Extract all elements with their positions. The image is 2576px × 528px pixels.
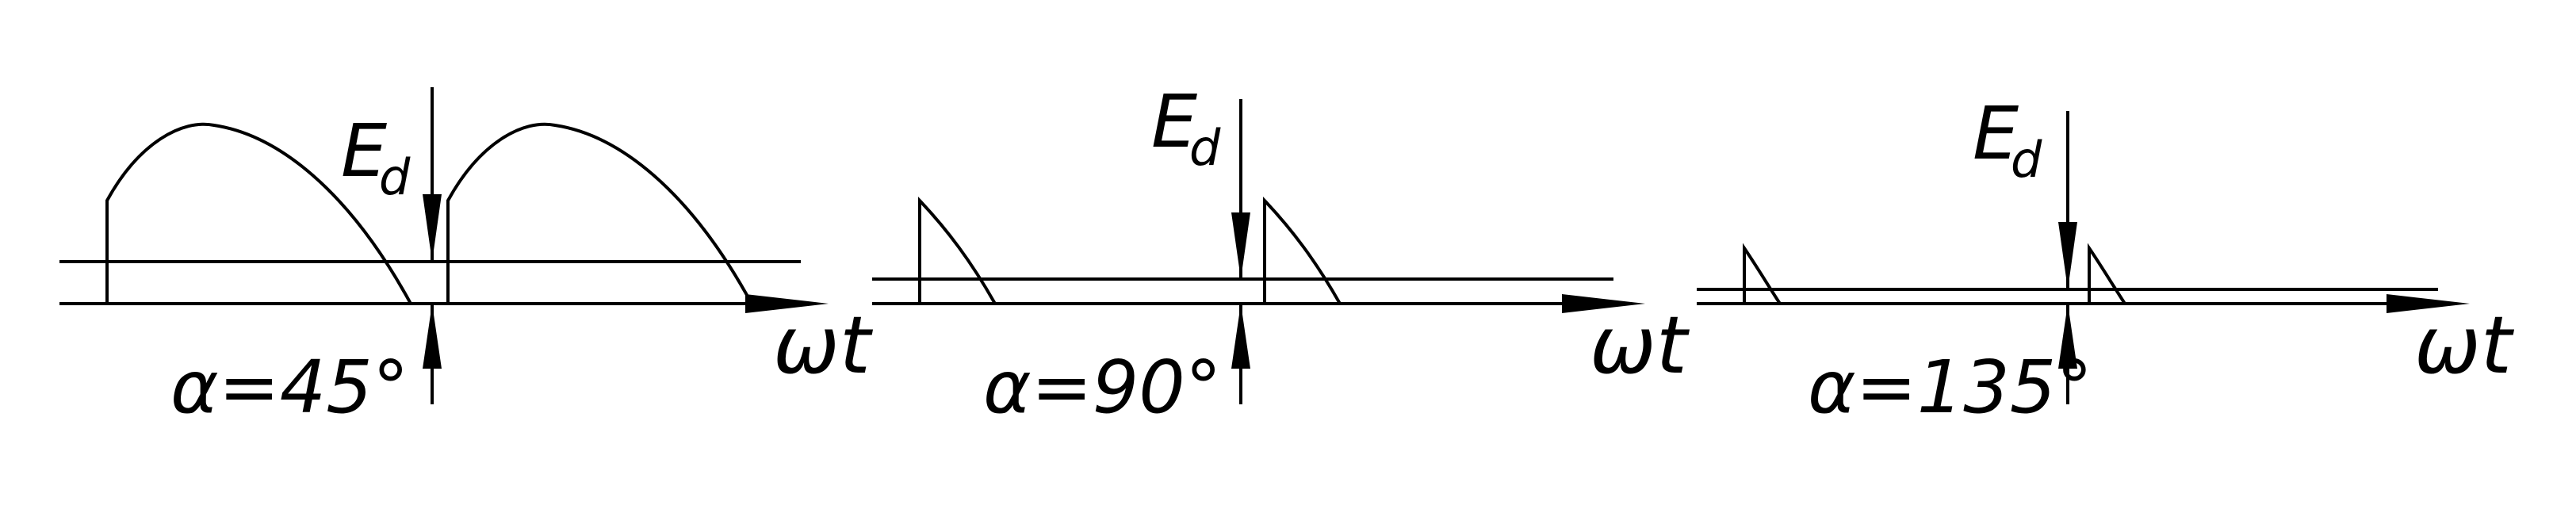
alpha-label: α=45° bbox=[170, 345, 409, 430]
waveform-pulse-1 bbox=[1743, 243, 1782, 305]
omega-t-label: ωt bbox=[1590, 299, 1690, 392]
ed-arrow-up bbox=[1231, 304, 1250, 369]
waveform-pulse-2 bbox=[1263, 196, 1342, 304]
ed-label-main: E bbox=[341, 109, 387, 193]
panel-alpha-90 bbox=[872, 99, 1645, 404]
ed-arrow-up bbox=[2058, 304, 2077, 369]
waveform-pulse-2 bbox=[446, 122, 753, 304]
panel-alpha-45 bbox=[59, 87, 829, 404]
waveform-pulse-1 bbox=[105, 122, 412, 304]
ed-label-sub: d bbox=[2011, 131, 2042, 189]
ed-arrow-down bbox=[2058, 222, 2077, 289]
ed-label-main: E bbox=[1151, 79, 1197, 164]
ed-arrow-down bbox=[1231, 212, 1250, 279]
omega-t-label: ωt bbox=[2414, 299, 2515, 392]
panel-alpha-135 bbox=[1697, 111, 2470, 404]
waveform-pulse-1 bbox=[918, 196, 997, 304]
wt-axis-arrowhead bbox=[1562, 294, 1645, 313]
ed-arrow-up bbox=[423, 304, 442, 369]
alpha-label: α=90° bbox=[983, 345, 1222, 430]
omega-t-label: ωt bbox=[773, 299, 874, 392]
ed-label-sub: d bbox=[379, 148, 411, 206]
alpha-label: α=135° bbox=[1808, 345, 2092, 430]
ed-arrow-down bbox=[423, 194, 442, 262]
ed-label-sub: d bbox=[1189, 119, 1221, 177]
wt-axis-arrowhead bbox=[2387, 294, 2470, 313]
ed-label-main: E bbox=[1973, 91, 2019, 176]
wt-axis-arrowhead bbox=[745, 294, 829, 313]
waveform-pulse-2 bbox=[2088, 243, 2126, 305]
